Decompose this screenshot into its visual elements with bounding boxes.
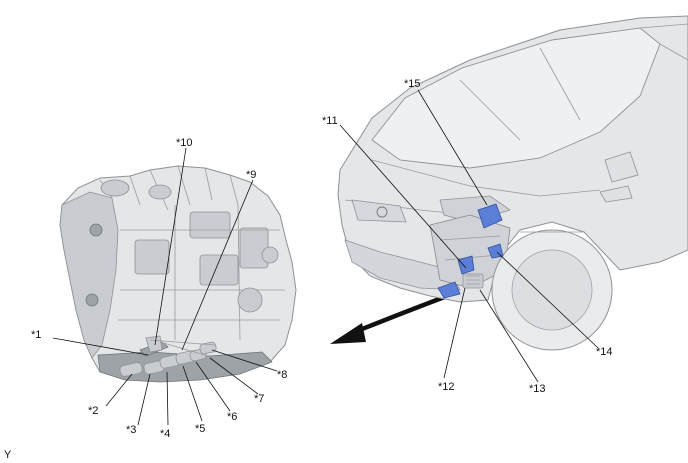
callout-11: *11 bbox=[322, 115, 338, 127]
callout-1: *1 bbox=[31, 329, 41, 341]
leader-lines bbox=[52, 89, 599, 426]
ecm-highlight bbox=[477, 203, 503, 229]
callout-3: *3 bbox=[126, 424, 136, 436]
vehicle-front-view bbox=[337, 15, 688, 351]
callout-9: *9 bbox=[246, 169, 256, 181]
harness-highlight bbox=[437, 281, 461, 299]
callout-7: *7 bbox=[254, 393, 264, 405]
callout-14: *14 bbox=[596, 346, 613, 358]
callout-12: *12 bbox=[438, 381, 455, 393]
callout-10: *10 bbox=[176, 137, 193, 149]
callout-labels: *1 *2 *3 *4 *5 *6 *7 *8 *9 *10 *11 *12 *… bbox=[31, 78, 613, 440]
solenoid-cluster bbox=[119, 335, 217, 377]
callout-6: *6 bbox=[227, 411, 237, 423]
highlighted-components bbox=[437, 203, 504, 299]
transaxle-assembly bbox=[59, 165, 297, 383]
callout-13: *13 bbox=[529, 383, 546, 395]
callout-8: *8 bbox=[277, 369, 287, 381]
callout-5: *5 bbox=[195, 423, 205, 435]
callout-2: *2 bbox=[88, 405, 98, 417]
corner-mark: Y bbox=[4, 449, 12, 461]
callout-15: *15 bbox=[404, 78, 421, 90]
location-arrow bbox=[330, 289, 461, 344]
callout-4: *4 bbox=[160, 428, 170, 440]
sensor-highlight bbox=[457, 255, 475, 275]
